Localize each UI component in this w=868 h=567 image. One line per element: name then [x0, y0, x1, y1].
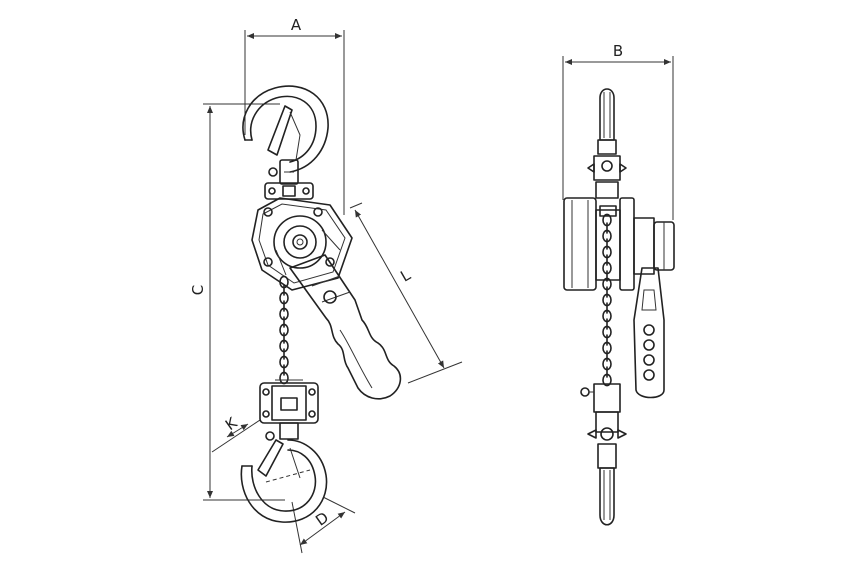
side-load-chain — [602, 213, 612, 387]
label-k: K — [222, 413, 241, 434]
dimension-a: A — [244, 16, 345, 215]
lever-handle — [289, 254, 402, 400]
side-bottom-hook — [599, 467, 615, 526]
side-view: B — [562, 42, 675, 526]
hoist-body — [251, 197, 353, 291]
label-a: A — [291, 16, 302, 34]
label-c: C — [189, 285, 207, 295]
side-body — [563, 197, 675, 291]
dimension-b: B — [562, 42, 674, 220]
front-view: A C L K D — [189, 16, 463, 554]
dimension-d: D — [291, 496, 356, 554]
bottom-block — [259, 379, 319, 424]
side-bottom-block — [580, 383, 627, 469]
dimension-k: K — [211, 413, 261, 453]
label-b: B — [613, 42, 623, 60]
dimension-c: C — [189, 103, 285, 501]
load-chain — [279, 275, 289, 385]
chain-link — [602, 373, 612, 387]
label-l: L — [397, 265, 414, 285]
top-yoke — [264, 182, 314, 200]
side-top-hook — [587, 88, 627, 199]
top-hook — [242, 85, 329, 185]
dimension-l: L — [349, 202, 463, 384]
side-lever — [633, 267, 665, 399]
bottom-hook — [240, 422, 328, 523]
